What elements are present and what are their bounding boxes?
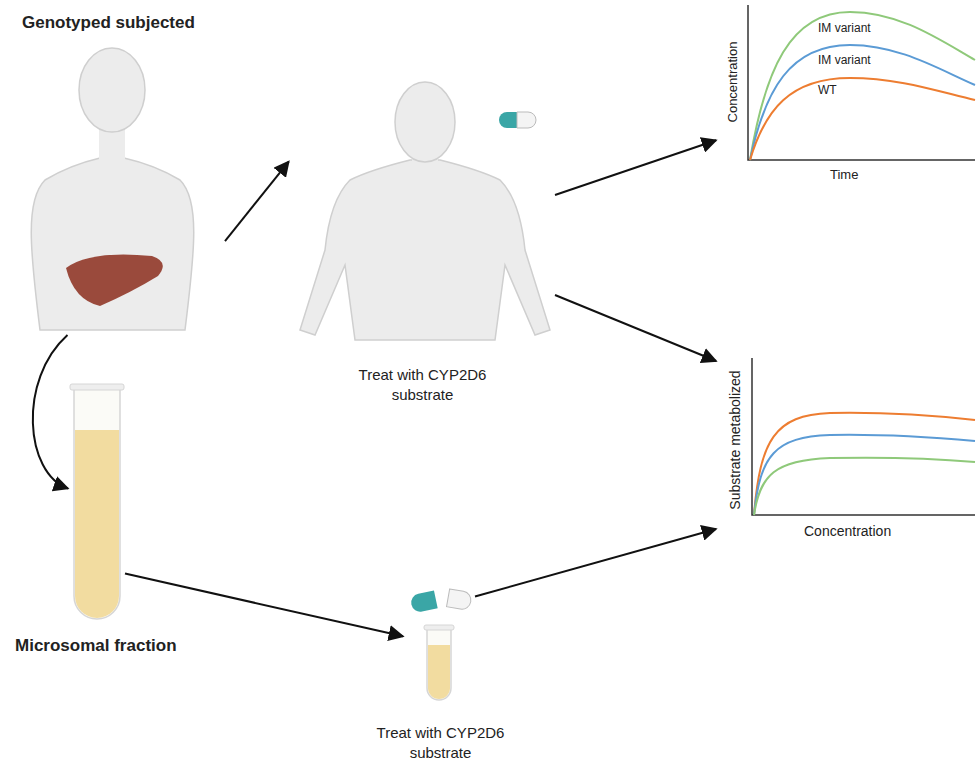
human-bust [31,48,194,330]
figure-group: Treat with CYP2D6 substrate [405,585,475,700]
human-figure [300,82,550,340]
caption-text: WT [818,82,837,98]
flow-arrow [555,140,716,195]
flow-arrow [33,335,68,489]
figure-group: Substrate metabolizedConcentration [718,352,978,548]
axis-label: Concentration [724,42,742,123]
axis-label: Substrate metabolized [726,370,745,509]
caption-text: Concentration [804,522,891,541]
pill [499,112,536,128]
test-tube [424,625,454,700]
caption-text: Genotyped subjected [22,12,195,35]
flow-arrow [225,162,289,242]
liver [66,255,163,307]
flow-arrow [125,574,403,637]
flow-arrow [555,295,716,361]
test-tube [70,384,124,619]
figure-group: Genotyped subjected [0,0,225,335]
caption-text: Microsomal fraction [15,635,177,658]
figure-group: Treat with CYP2D6 substrate [290,90,555,340]
caption-text: Treat with CYP2D6 substrate [350,365,495,406]
pk-chart [748,5,975,160]
flow-arrow [475,529,716,597]
caption-text: Treat with CYP2D6 substrate [353,723,528,764]
caption-text: IM variant [818,20,871,36]
figure-group: IM variant IM variantWT ConcentrationTime [718,2,978,188]
capsule-halves [410,589,473,613]
kinetics-chart [752,358,975,515]
caption-text: IM variant [818,52,871,68]
figure-group: Microsomal fraction [70,385,125,615]
caption-text: Time [830,166,858,184]
